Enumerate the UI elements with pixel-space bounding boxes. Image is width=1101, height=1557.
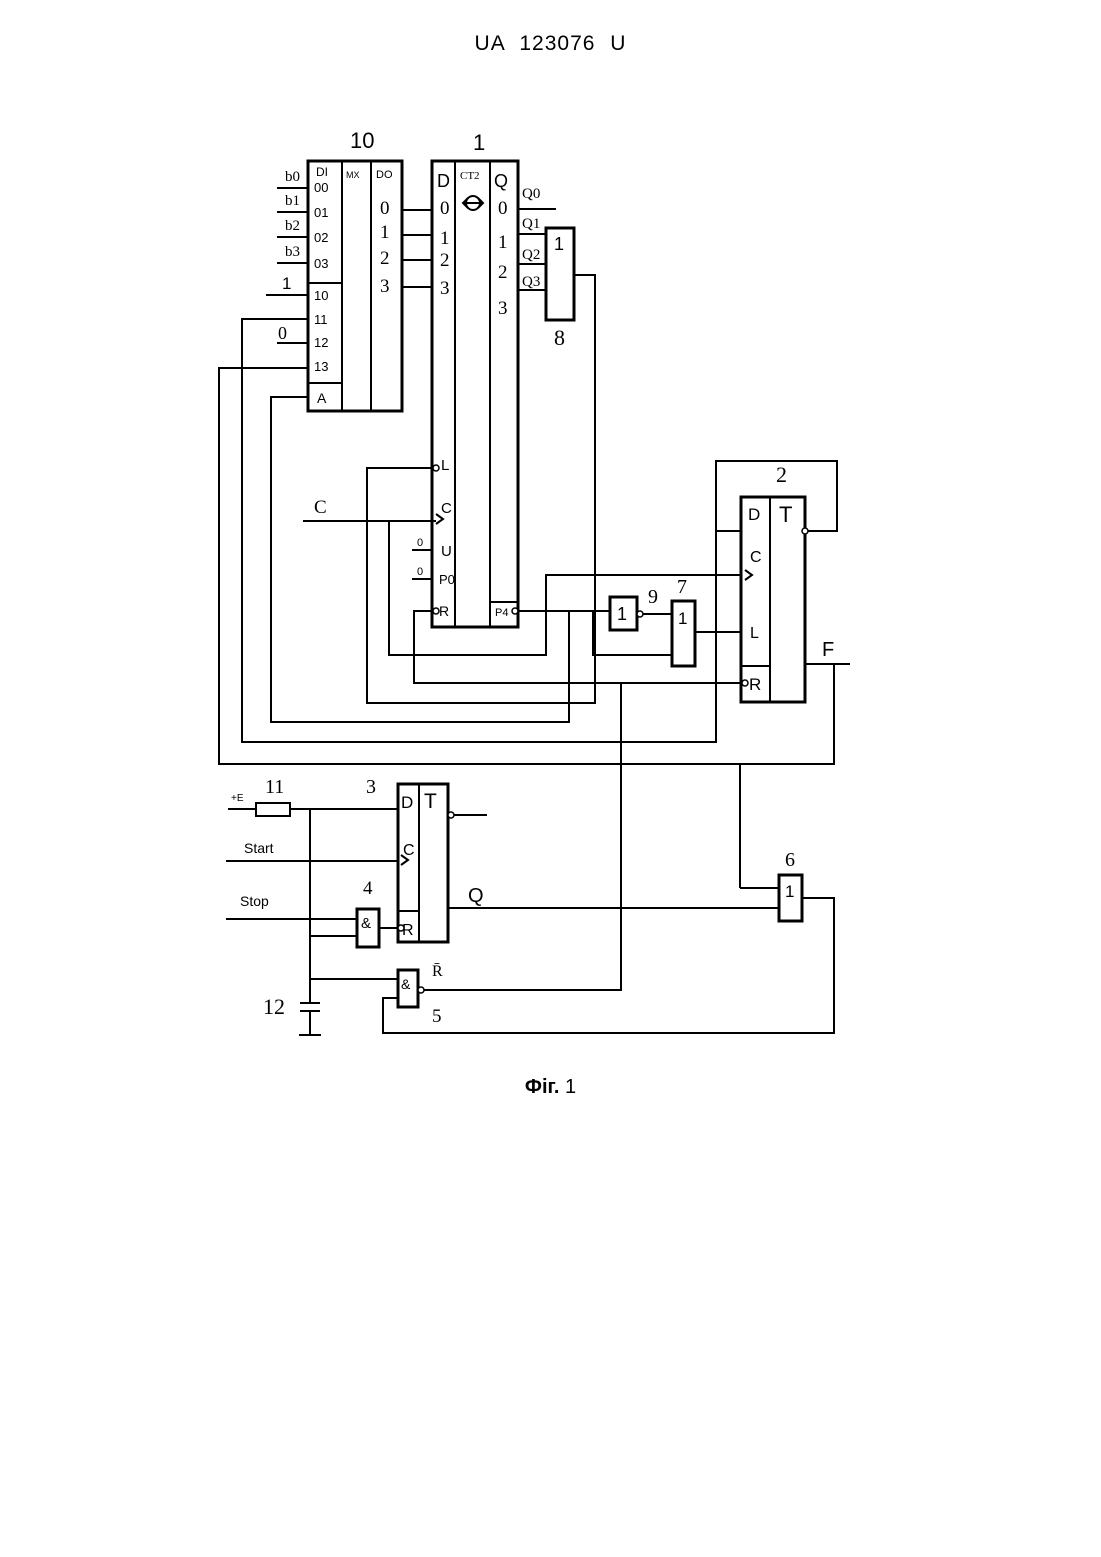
ff3-title-label: T [424,790,437,813]
stop-input-label: Stop [240,893,269,909]
signal-b1-label: b1 [285,193,300,209]
u-tie-zero-label: 0 [417,537,423,549]
mux-input-label: 13 [314,359,328,374]
inversion-bubble [448,812,454,818]
signal-q3-label: Q3 [522,274,540,290]
inversion-bubble [742,680,748,686]
signal-b3-label: b3 [285,244,300,260]
and4-symbol: & [361,915,371,932]
mux-output-label: 2 [380,248,390,269]
gate6-ref-label: 6 [785,849,795,871]
counter-output-label: 2 [498,262,508,283]
figure-caption: Фіг. 1 [0,1076,1101,1099]
counter-c-pin-label: C [441,500,452,517]
logic-one-label: 1 [282,274,291,293]
inversion-bubble [433,465,439,471]
control-inputs: Start Stop [226,809,398,998]
counter-p4-pin-label: P4 [495,607,508,619]
mux-ref-label: 10 [350,128,374,153]
signal-q2-label: Q2 [522,247,540,263]
start-input-label: Start [244,840,274,856]
capacitor-12: 12 [263,994,321,1035]
mux-output-label: 3 [380,276,390,297]
counter-r-pin-label: R [439,603,449,619]
ff2-r-pin-label: R [749,675,761,694]
ff3-ref-label: 3 [366,776,376,798]
counter-input-label: 0 [440,198,450,219]
and-gate-4: & 4 [357,878,398,947]
figure-label: Фіг. [525,1076,560,1098]
gate9-symbol: 1 [617,604,627,624]
resistor-ref-label: 11 [265,776,284,798]
flipflop-block-3: 3 D T C R Q [366,776,779,942]
mux-input-label: 02 [314,230,328,245]
inversion-bubble [512,608,518,614]
counter-q-label: Q [494,171,508,191]
p0-tie-zero-label: 0 [417,566,423,578]
signal-b2-label: b2 [285,218,300,234]
counter-ct2-label: CT2 [460,170,480,182]
ff2-title-label: T [779,502,792,527]
clock-input-label: C [314,497,327,518]
mux-output-label: 0 [380,198,390,219]
counter-output-label: 1 [498,232,508,253]
mux-do-label: DO [376,169,393,181]
logic-zero-label: 0 [278,323,287,343]
gate-7: 1 7 [672,576,741,666]
capacitor-ref-label: 12 [263,994,285,1019]
and5-symbol: & [401,976,411,992]
and5-ref-label: 5 [432,1006,442,1027]
figure-number: 1 [565,1076,576,1098]
mux-input-label: 11 [314,312,328,327]
gate-6: 1 6 [383,849,834,1033]
gate7-ref-label: 7 [677,576,687,598]
mux-input-label: 00 [314,180,328,195]
inversion-bubble [433,608,439,614]
supply-label: +E [231,793,244,804]
counter-ref-label: 1 [473,130,485,155]
mux-input-label: 12 [314,335,328,350]
gate7-symbol: 1 [678,609,687,628]
ff3-output-q-label: Q [468,885,484,907]
ff2-output-f-label: F [822,639,834,661]
mux-di-label: DI [316,165,328,179]
counter-input-label: 2 [440,250,450,271]
counter-input-label: 1 [440,228,450,249]
signal-q1-label: Q1 [522,216,540,232]
and4-ref-label: 4 [363,878,373,899]
counter-input-label: 3 [440,278,450,299]
counter-output-label: 3 [498,298,508,319]
ff2-l-pin-label: L [750,625,759,642]
counter-block-1: 1 D CT2 Q 0 1 2 3 0 1 2 3 L C U P0 R P4 [432,130,518,627]
mux-output-label: 1 [380,222,390,243]
mux-input-label: 01 [314,205,328,220]
or8-ref-label: 8 [554,325,565,350]
gate9-ref-label: 9 [648,586,658,608]
counter-l-pin-label: L [441,457,449,474]
mux-input-label: 03 [314,256,328,271]
counter-u-pin-label: U [441,543,452,560]
inversion-bubble [802,528,808,534]
ff3-d-pin-label: D [401,793,413,812]
signal-b0-label: b0 [285,169,300,185]
gate6-symbol: 1 [785,882,794,901]
mux-data-inputs: b0 b1 b2 b3 1 0 [266,169,308,343]
gate-9: 1 9 [610,586,672,630]
mux-input-label: 10 [314,288,328,303]
ff2-c-pin-label: C [750,549,762,566]
mux-address-label: A [317,390,327,406]
counter-p0-pin-label: P0 [439,572,455,587]
ff2-ref-label: 2 [776,462,787,487]
mux-to-counter-wires [402,210,432,287]
counter-output-label: 0 [498,198,508,219]
counter-d-label: D [437,171,450,191]
or8-symbol: 1 [554,234,564,254]
inversion-bubble [398,925,404,931]
multiplexer-block-10: 10 DI MX DO 00 01 02 03 10 11 12 13 A 0 … [308,128,402,411]
mux-mx-label: MX [346,170,360,180]
signal-q0-label: Q0 [522,186,540,202]
ff2-d-pin-label: D [748,505,760,524]
and5-output-label: R̄ [432,963,443,980]
